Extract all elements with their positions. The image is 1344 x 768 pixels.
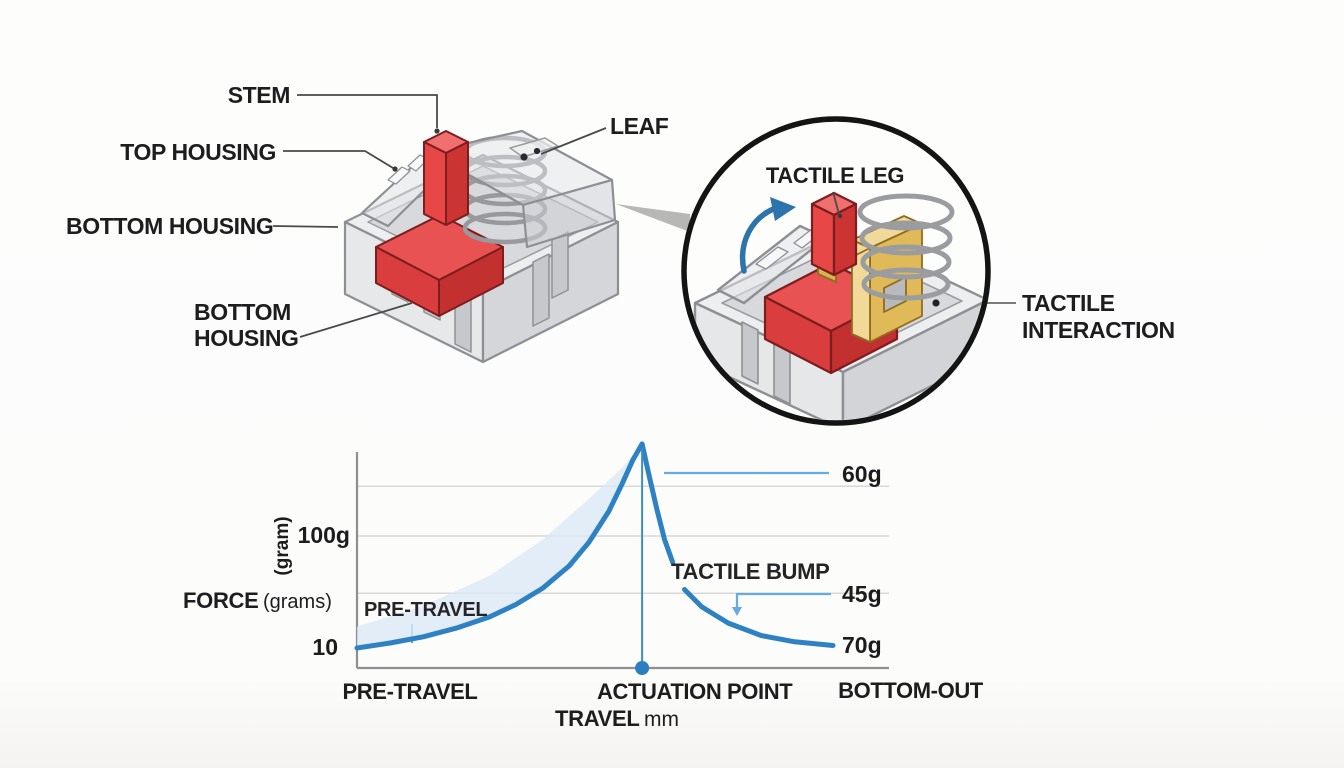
x-tick-bottom-out: BOTTOM-OUT: [838, 678, 983, 703]
stem-label: STEM: [227, 82, 291, 108]
tactile-interaction-label: TACTILE INTERACTION: [1022, 290, 1175, 343]
force-label-60g: 60g: [842, 461, 882, 487]
zoom-callout-wedge: [616, 204, 690, 232]
leaf-contact-dot: [520, 153, 528, 161]
y-axis-unit-label: (gram): [272, 516, 293, 576]
top-housing-label: TOP HOUSING: [120, 139, 276, 165]
stem-leader-line: [297, 94, 438, 128]
y-axis-title: FORCE (grams): [183, 588, 332, 614]
leaf-label: LEAF: [610, 113, 669, 139]
x-axis-title: TRAVEL mm: [552, 706, 682, 732]
top-housing-window: [387, 166, 411, 185]
force-45g-arrow-head: [732, 607, 742, 616]
force-label-70g: 70g: [842, 632, 882, 658]
force-travel-chart: [354, 441, 889, 675]
tactile-bump-annotation: TACTILE BUMP: [671, 559, 830, 584]
bottom-housing-lower-leader-line: [299, 302, 413, 338]
rotation-arrow-head: [770, 197, 796, 221]
top-housing-leader-dot: [392, 166, 398, 172]
inset-housing-right-face: [841, 298, 985, 420]
stem-tower: [423, 130, 469, 226]
tactile-leg-label: TACTILE LEG: [765, 163, 905, 188]
tactile-interaction-dot: [932, 299, 940, 307]
inset-pillars: [741, 321, 791, 405]
leaf-contact-dot: [533, 147, 541, 155]
rotation-arrow: [739, 205, 779, 274]
stem-leader-dot: [434, 128, 440, 134]
inset-contents: [693, 191, 985, 420]
tactile-leg-leader-dot: [837, 213, 843, 219]
y-axis-title-unit: (grams): [262, 591, 332, 613]
x-axis-title-bold: TRAVEL: [554, 706, 640, 731]
inset-spring-coil: [857, 193, 955, 301]
force-label-45g: 45g: [842, 581, 882, 607]
bottom-housing-right-face: [481, 220, 620, 364]
force-curve-press: [354, 441, 676, 651]
force-45g-callout-line: [735, 592, 831, 608]
stem-slab: [375, 214, 504, 317]
actuation-point-dot: [635, 661, 650, 675]
y-axis-title-bold: FORCE: [183, 588, 259, 613]
y-tick-10: 10: [312, 634, 338, 660]
main-switch-illustration: [343, 129, 620, 364]
leaf-plate: [509, 137, 559, 158]
top-housing-leader-line: [283, 150, 394, 169]
x-axis-title-unit: mm: [644, 708, 680, 731]
tactile-leg-hole: [883, 276, 907, 313]
pretravel-region-annotation: PRE-TRAVEL: [364, 599, 488, 621]
x-tick-pretravel: PRE-TRAVEL: [342, 679, 478, 704]
force-curve-after-bump: [682, 587, 836, 648]
tactile-leg-leader-line: [832, 191, 840, 215]
top-housing-right-face: [521, 178, 617, 249]
inset-circle-ring: [681, 116, 991, 426]
bottom-housing-lower-label: BOTTOM HOUSING: [194, 299, 299, 351]
y-tick-100g: 100g: [297, 522, 350, 548]
leaf-leader-line: [540, 127, 607, 155]
x-tick-actuation-point: ACTUATION POINT: [597, 679, 793, 704]
bottom-housing-label: BOTTOM HOUSING: [66, 213, 274, 239]
inset-stem-tower: [810, 191, 858, 277]
bottom-housing-leader-line: [272, 225, 339, 228]
